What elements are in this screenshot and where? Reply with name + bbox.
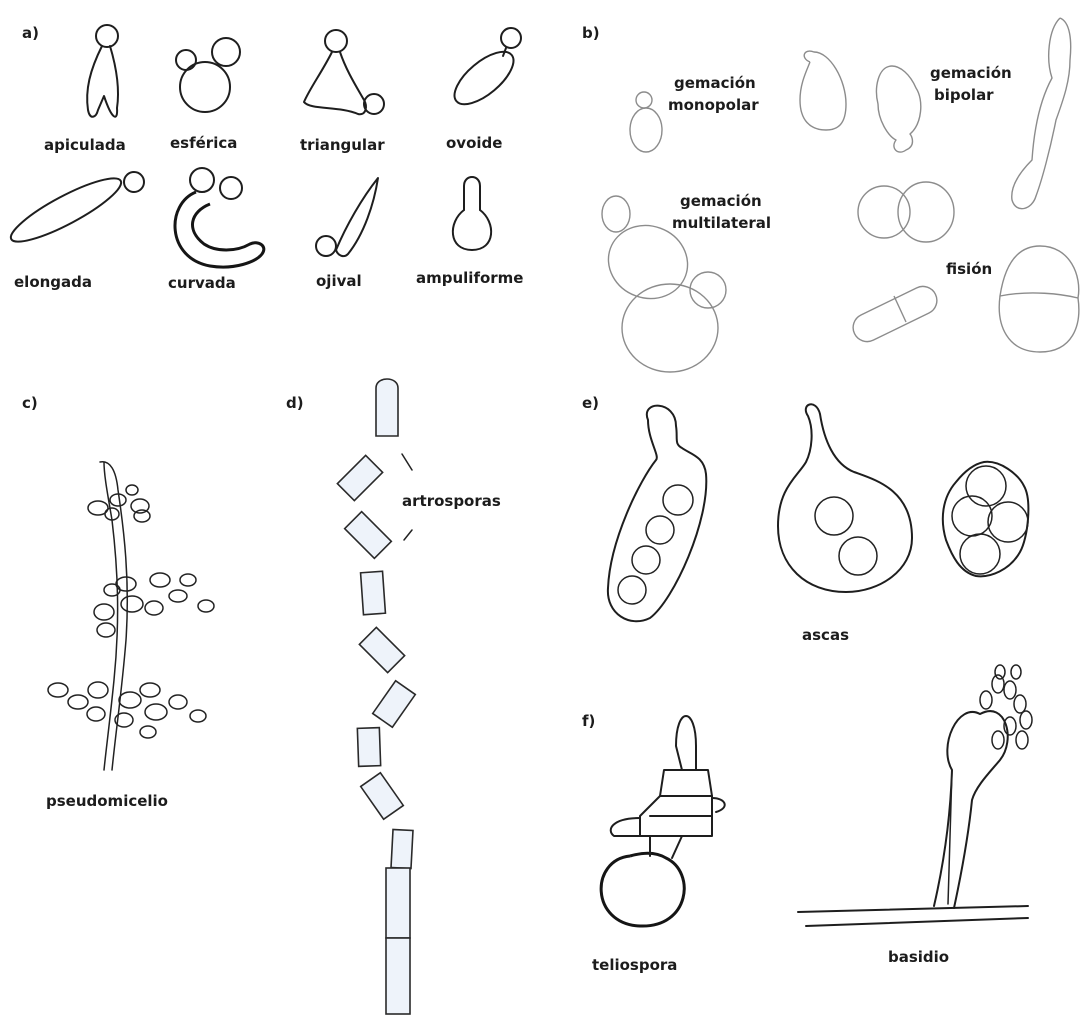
ascus-elongated xyxy=(608,406,706,622)
pseudomycelium-drawing xyxy=(48,462,214,770)
label-gemacion-multilateral-2: multilateral xyxy=(672,214,771,232)
label-fision: fisión xyxy=(946,260,992,278)
pseudomycelium-blastospores-top xyxy=(88,485,150,522)
label-gemacion-bipolar-1: gemación xyxy=(930,64,1012,82)
cell-bipolar-small xyxy=(877,66,921,152)
label-ascas: ascas xyxy=(802,626,849,644)
pseudomycelium-blastospores-bottom xyxy=(48,682,206,738)
label-gemacion-bipolar-2: bipolar xyxy=(934,86,994,104)
label-teliospora: teliospora xyxy=(592,956,677,974)
label-basidio: basidio xyxy=(888,948,949,966)
panel-label-f: f) xyxy=(582,712,595,730)
basidium-drawing xyxy=(798,665,1032,926)
shape-triangular xyxy=(304,30,384,114)
shape-elongada xyxy=(5,169,144,252)
arthroconidia-chain xyxy=(337,379,415,1014)
panel-label-b: b) xyxy=(582,24,600,42)
label-curvada: curvada xyxy=(168,274,236,292)
label-gemacion-monopolar-1: gemación xyxy=(674,74,756,92)
basidiospores xyxy=(980,665,1032,749)
shape-esferica xyxy=(176,38,240,112)
label-artrosporas: artrosporas xyxy=(402,492,501,510)
shape-ovoide xyxy=(446,28,522,113)
shape-ojival xyxy=(316,178,378,256)
label-esferica: esférica xyxy=(170,134,237,152)
label-ampuliforme: ampuliforme xyxy=(416,269,523,287)
label-pseudomicelio: pseudomicelio xyxy=(46,792,168,810)
ascus-round xyxy=(778,404,912,592)
cell-fission-rod xyxy=(848,282,941,347)
teliospore-drawing xyxy=(601,716,725,926)
panel-label-e: e) xyxy=(582,394,599,412)
panel-label-c: c) xyxy=(22,394,38,412)
shape-apiculada xyxy=(87,25,118,117)
cell-fission-pair-large xyxy=(999,246,1079,352)
label-gemacion-monopolar-2: monopolar xyxy=(668,96,759,114)
cell-monopolar-large xyxy=(800,51,846,130)
cell-monopolar-small xyxy=(630,92,662,152)
cell-fission-pair-top xyxy=(858,182,954,242)
pseudomycelium-blastospores-mid xyxy=(94,573,214,637)
label-ovoide: ovoide xyxy=(446,134,502,152)
label-apiculada: apiculada xyxy=(44,136,126,154)
panel-label-a: a) xyxy=(22,24,39,42)
label-gemacion-multilateral-1: gemación xyxy=(680,192,762,210)
shape-ampuliforme xyxy=(453,177,491,250)
panel-label-d: d) xyxy=(286,394,304,412)
label-ojival: ojival xyxy=(316,272,362,290)
shape-curvada xyxy=(175,168,264,267)
label-elongada: elongada xyxy=(14,273,92,291)
ascus-diamond xyxy=(943,462,1029,576)
label-triangular: triangular xyxy=(300,136,385,154)
cell-bipolar-chain xyxy=(1012,18,1071,209)
